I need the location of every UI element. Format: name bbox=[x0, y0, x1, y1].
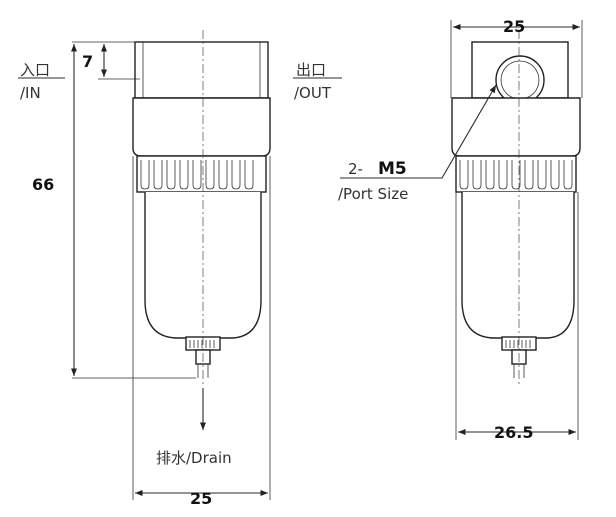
dim-side-25-label: 25 bbox=[503, 17, 525, 36]
guard-rib bbox=[205, 160, 215, 190]
port-count-label: 2- bbox=[348, 160, 363, 178]
dim-front-25-label: 25 bbox=[190, 489, 212, 508]
guard-rib bbox=[140, 160, 150, 190]
guard-rib bbox=[563, 160, 573, 190]
outlet-label-en: /OUT bbox=[294, 84, 332, 102]
guard-rib bbox=[485, 160, 495, 190]
outlet-label-cn: 出口 bbox=[296, 61, 326, 79]
guard-rib bbox=[231, 160, 241, 190]
guard-rib bbox=[244, 160, 254, 190]
port-outer-circle bbox=[495, 55, 545, 105]
port-size-leader bbox=[340, 84, 497, 179]
port-caption-label: /Port Size bbox=[338, 185, 408, 203]
guard-rib bbox=[192, 160, 202, 190]
guard-rib bbox=[153, 160, 163, 190]
guard-rib bbox=[472, 160, 482, 190]
guard-rib bbox=[218, 160, 228, 190]
guard-rib bbox=[511, 160, 521, 190]
side-ribbed-band bbox=[455, 155, 577, 193]
front-view bbox=[18, 30, 342, 500]
port-size-label: M5 bbox=[378, 159, 407, 179]
inlet-label-cn: 入口 bbox=[20, 61, 50, 79]
dim-7-label: 7 bbox=[82, 52, 93, 71]
guard-rib bbox=[179, 160, 189, 190]
front-ribbed-band bbox=[136, 155, 267, 193]
inlet-label-en: /IN bbox=[20, 84, 41, 102]
guard-rib bbox=[498, 160, 508, 190]
drain-label: 排水/Drain bbox=[156, 449, 232, 467]
dim-66-label: 66 bbox=[32, 175, 54, 194]
guard-rib bbox=[550, 160, 560, 190]
front-port-block bbox=[134, 41, 269, 99]
guard-rib bbox=[459, 160, 469, 190]
guard-rib bbox=[166, 160, 176, 190]
side-view bbox=[340, 20, 583, 440]
side-bowl bbox=[461, 192, 575, 339]
guard-rib bbox=[537, 160, 547, 190]
guard-rib bbox=[524, 160, 534, 190]
front-collar bbox=[132, 97, 271, 157]
dim-side-26-5-label: 26.5 bbox=[494, 423, 533, 442]
